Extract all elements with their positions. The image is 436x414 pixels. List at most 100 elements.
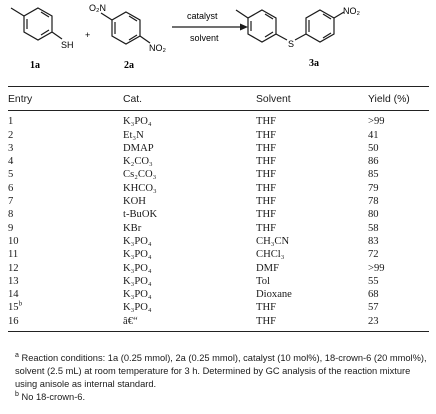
yield-cell: 85 [368,168,429,181]
catalyst-cell-text: K₃PO₄ [123,249,152,261]
yield-cell-text: 80 [368,209,379,221]
catalyst-cell: DMAP [123,142,256,155]
catalyst-cell: K₃PO₄ [123,288,256,301]
entry-cell: 15b [8,300,123,314]
solvent-cell-text: THF [256,302,277,314]
solvent-cell: THF [256,195,368,208]
solvent-cell-text: THF [256,315,277,327]
yield-cell: 80 [368,208,429,221]
catalyst-cell: K₃PO₄ [123,262,256,275]
yield-cell: >99 [368,111,429,129]
solvent-cell: THF [256,314,368,333]
solvent-cell-text: THF [256,129,277,141]
catalyst-cell-text: KBr [123,222,142,234]
entry-cell: 4 [8,155,123,168]
catalyst-cell: â€“ [123,314,256,333]
yield-cell-text: 79 [368,182,379,194]
solvent-cell: THF [256,222,368,235]
header-catalyst: Cat. [123,85,256,112]
product-3a-label: 3a [309,58,319,69]
solvent-cell-text: CH₃CN [256,235,290,247]
nitro-group-top: O₂N [89,3,106,13]
footnote-a-text: Reaction conditions: 1a (0.25 mmol), 2a … [15,353,427,389]
solvent-cell: THF [256,208,368,221]
entry-cell: 12 [8,262,123,275]
solvent-cell-text: DMF [256,262,279,274]
yield-cell: 50 [368,142,429,155]
reactant-1a-structure [10,7,63,41]
entry-cell: 16 [8,314,123,333]
footnote-a: a Reaction conditions: 1a (0.25 mmol), 2… [15,352,429,391]
yield-cell-text: 68 [368,289,379,301]
yield-cell: 78 [368,195,429,208]
catalyst-cell: K₃PO₄ [123,111,256,129]
entry-cell: 14 [8,288,123,301]
solvent-cell: THF [256,155,368,168]
catalyst-cell: K₂CO₃ [123,155,256,168]
yield-cell-text: 23 [368,315,379,327]
catalyst-cell: KHCO₃ [123,182,256,195]
solvent-cell-text: THF [256,196,277,208]
solvent-cell-text: THF [256,156,277,168]
entry-cell: 8 [8,208,123,221]
product-3a-structure [235,9,345,43]
yield-cell: 58 [368,222,429,235]
reaction-scheme: SH 1a + O₂N NO₂ 2a catalyst solvent S NO… [10,3,361,71]
catalyst-label: catalyst [187,11,218,21]
yield-cell-text: 72 [368,249,379,261]
catalyst-cell-text: K₃PO₄ [123,116,152,128]
yield-cell-text: 86 [368,156,379,168]
solvent-cell-text: THF [256,222,277,234]
solvent-cell: Dioxane [256,288,368,301]
reactant-2a-label: 2a [124,60,134,71]
catalyst-cell-text: K₃PO₄ [123,302,152,314]
table-footnotes: a Reaction conditions: 1a (0.25 mmol), 2… [15,352,429,404]
catalyst-cell-text: K₃PO₄ [123,289,152,301]
solvent-cell-text: THF [256,169,277,181]
solvent-label: solvent [190,33,219,43]
yield-cell-text: 83 [368,235,379,247]
catalyst-cell-text: K₂CO₃ [123,156,153,168]
catalyst-cell-text: K₃PO₄ [123,235,152,247]
solvent-cell: THF [256,142,368,155]
sulfur-atom: S [288,39,294,49]
yield-cell-text: 85 [368,169,379,181]
reactant-1a-label: 1a [30,60,40,71]
entry-cell: 5 [8,168,123,181]
table-header-row: Entry Cat. Solvent Yield (%) [8,85,429,112]
yield-cell: 23 [368,314,429,333]
solvent-cell-text: THF [256,142,277,154]
entry-cell: 6 [8,182,123,195]
yield-cell-text: 78 [368,196,379,208]
nitro-group-bottom: NO₂ [149,43,167,53]
footnote-b-mark: b [15,390,19,398]
catalyst-cell: KOH [123,195,256,208]
yield-cell: 79 [368,182,429,195]
footnote-a-mark: a [15,351,19,359]
entry-cell-text: 2 [8,129,14,141]
solvent-cell-text: THF [256,116,277,128]
catalyst-cell: t-BuOK [123,208,256,221]
entry-cell-text: 11 [8,249,19,261]
solvent-cell: THF [256,129,368,142]
solvent-cell: CH₃CN [256,235,368,248]
entry-cell-text: 6 [8,182,14,194]
entry-cell-text: 7 [8,196,14,208]
entry-cell: 3 [8,142,123,155]
entry-cell-text: 12 [8,262,19,274]
entry-cell: 13 [8,275,123,288]
yield-cell-text: 41 [368,129,379,141]
